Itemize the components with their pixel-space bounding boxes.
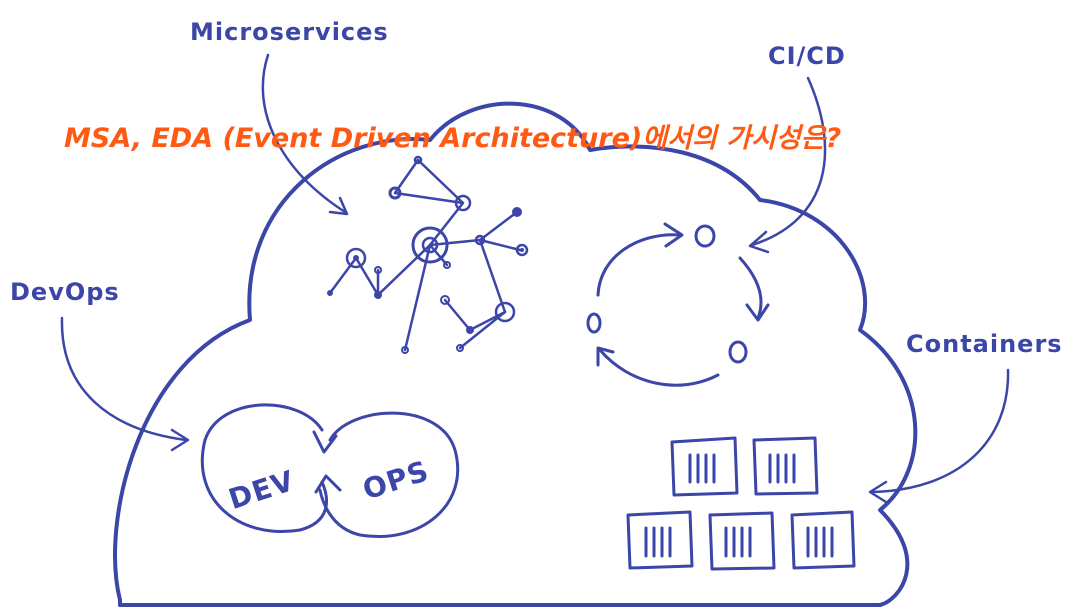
container-box [752,436,819,496]
label-dev: DEV [225,464,299,516]
arrow-cicd-head [748,230,770,254]
ops-circle [318,411,460,538]
node-18 [443,261,451,269]
cloud-outline [113,101,918,607]
cycle-arrow-1 [596,233,682,297]
container-box [626,510,694,570]
node-14 [466,326,474,334]
arrow-microservices [261,53,347,214]
cycle-node-top [694,224,716,248]
node-2 [413,155,423,165]
cicd-cycle [586,222,770,387]
label-ops: OPS [359,454,433,506]
label-devops: DevOps [10,278,120,306]
devops-loop: DEV OPS [200,403,460,538]
container-box [708,511,776,571]
node-13 [494,301,516,323]
cycle-node-right [728,340,748,364]
node-3 [454,194,472,212]
node-17 [401,346,409,354]
container-box [790,510,856,570]
node-7 [374,266,382,274]
microservices-network [327,155,529,354]
cycle-arrow-3 [598,348,720,387]
node-hub-outer [411,226,449,264]
node-5 [353,255,359,261]
arrow-devops-head [170,428,190,452]
dev-circle [200,403,329,533]
node-4 [345,247,367,269]
page-title: MSA, EDA (Event Driven Architecture)에서의 … [64,123,842,154]
label-cicd: CI/CD [768,42,846,70]
node-11 [515,243,529,257]
cycle-node-left [586,312,602,334]
node-10 [512,207,522,217]
arrow-containers-head [868,480,888,504]
node-9 [474,234,486,246]
node-8 [327,290,333,296]
containers-stack [626,436,856,571]
node-1 [388,186,402,200]
container-box [670,436,739,497]
node-15 [440,295,450,305]
arrow-cicd [750,76,827,247]
arrow-devops [60,316,188,442]
cycle-arrow-2 [738,256,763,320]
node-12 [520,248,524,252]
arrow-microservices-head [328,196,349,216]
label-containers: Containers [906,330,1063,358]
node-16 [456,344,464,352]
label-microservices: Microservices [190,18,389,46]
arrow-containers [870,368,1010,494]
node-6 [374,291,382,299]
node-hub-inner [421,236,439,254]
